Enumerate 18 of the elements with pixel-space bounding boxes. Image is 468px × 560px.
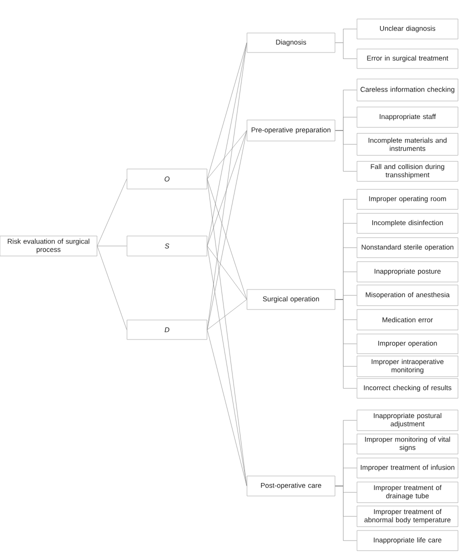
bracket-line [335,130,357,172]
connector-line [207,330,247,486]
connector-line [207,130,247,330]
bracket-line [335,299,357,389]
bracket-line [335,486,357,541]
connector-line [207,246,247,486]
connector-line [97,246,127,330]
connector-line [97,178,127,246]
connector-line [207,299,247,330]
connector-line [207,130,247,246]
connector-line [207,178,247,486]
connector-line [207,246,247,300]
connector-line [207,178,247,300]
connector-line [207,42,247,330]
connector-line [207,42,247,180]
connector-line [207,42,247,246]
connector-line [207,130,247,180]
bracket-line [335,42,357,59]
